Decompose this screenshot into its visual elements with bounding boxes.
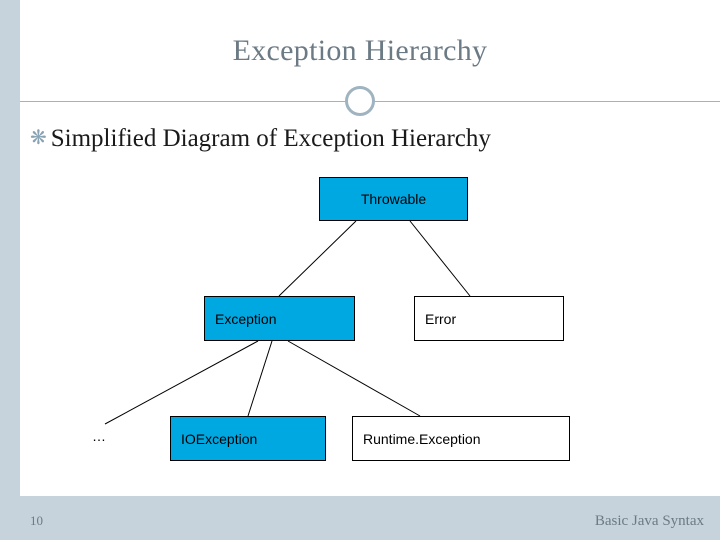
divider-circle-ornament: [345, 86, 375, 116]
left-accent-bar: [0, 0, 20, 540]
section-heading: ❋Simplified Diagram of Exception Hierarc…: [30, 125, 491, 153]
section-heading-label: Simplified Diagram of Exception Hierarch…: [50, 125, 491, 152]
node-runtimeexception[interactable]: Runtime.Exception: [352, 416, 570, 461]
node-ioexception[interactable]: IOException: [170, 416, 326, 461]
node-error[interactable]: Error: [414, 296, 564, 341]
node-error-label: Error: [425, 310, 457, 327]
node-ioexception-label: IOException: [181, 430, 258, 447]
node-runtimeexception-label: Runtime.Exception: [363, 430, 481, 447]
page-number: 10: [30, 513, 43, 528]
node-more-ellipsis: …: [92, 428, 106, 444]
node-exception[interactable]: Exception: [204, 296, 355, 341]
slide-title: Exception Hierarchy: [232, 34, 488, 67]
bottom-accent-band: [0, 496, 720, 540]
node-exception-label: Exception: [215, 310, 277, 327]
footer-label: Basic Java Syntax: [594, 513, 704, 529]
node-throwable-label: Throwable: [360, 191, 427, 207]
node-throwable[interactable]: Throwable: [319, 177, 468, 221]
bullet-icon: ❋: [30, 127, 47, 149]
